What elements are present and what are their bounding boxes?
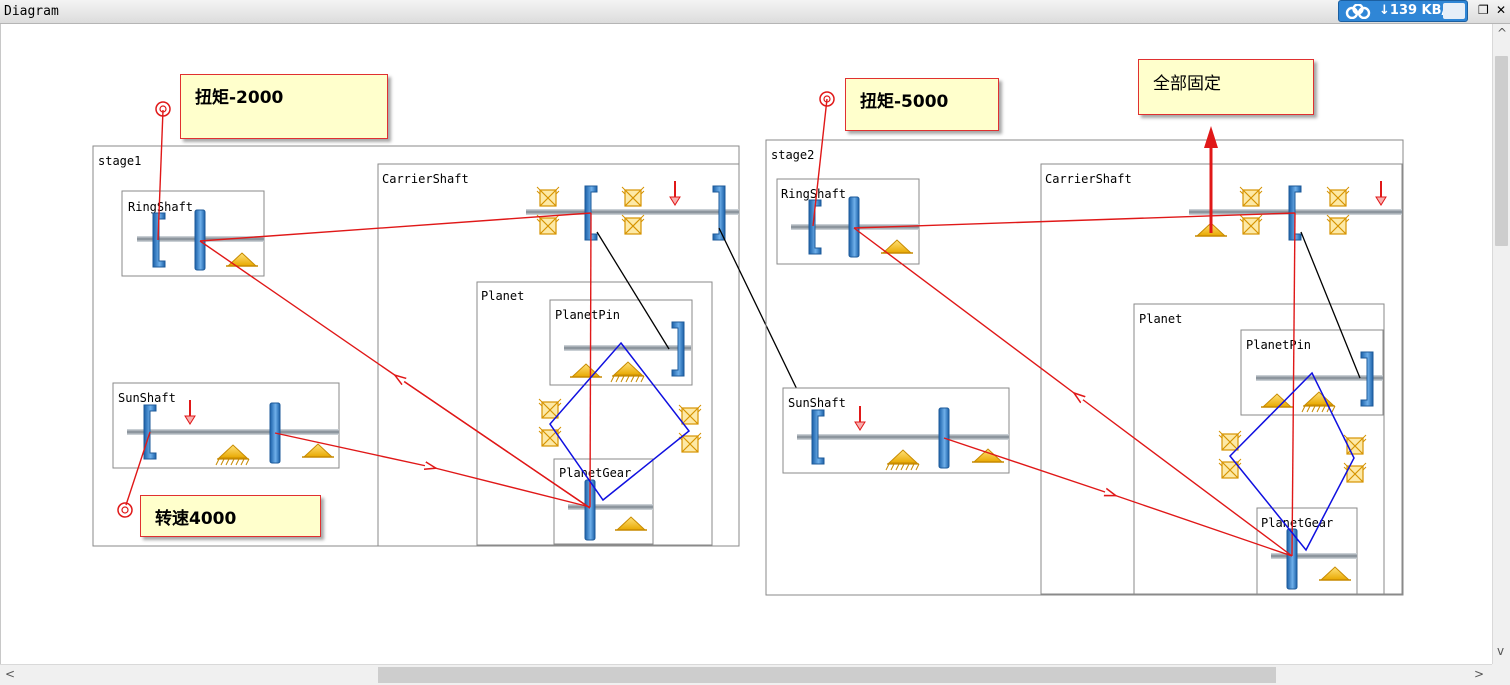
stage2-planet-pin-label: PlanetPin — [1246, 338, 1311, 352]
stage2-ring-shaft-label: RingShaft — [781, 187, 846, 201]
stage1-carrier-axis — [526, 209, 739, 215]
stage2-sun-shaft-axis — [797, 434, 1009, 440]
stage2-carrier-load-arrow — [1375, 180, 1387, 206]
stage1-planet-gear-label: PlanetGear — [559, 466, 631, 480]
horizontal-scroll-thumb[interactable] — [378, 667, 1276, 683]
network-speed-badge[interactable]: ↓139 KB/s — [1338, 0, 1468, 22]
horizontal-scrollbar[interactable]: < > — [0, 664, 1492, 685]
badge-menu-button[interactable] — [1443, 3, 1465, 19]
note-fixed-stage2[interactable]: 全部固定 — [1138, 59, 1314, 115]
restore-window-icon[interactable]: ❐ — [1478, 3, 1489, 17]
note-fixed-stage2-text: 全部固定 — [1153, 74, 1221, 94]
stage1-ring-shaft-gear[interactable] — [194, 209, 206, 271]
stage1-planet-label: Planet — [481, 289, 524, 303]
note-torque-stage1-text: 扭矩-2000 — [195, 88, 284, 108]
scroll-left-arrow-icon[interactable]: < — [5, 667, 16, 681]
stage2-planet-gear-axis — [1271, 553, 1357, 559]
note-torque-stage1[interactable]: 扭矩-2000 — [180, 74, 388, 139]
stage2-planet-label: Planet — [1139, 312, 1182, 326]
stage1-connections — [125, 109, 592, 509]
stage2-label: stage2 — [771, 148, 814, 162]
stage1-planet-pin-axis — [564, 345, 691, 351]
scroll-right-arrow-icon[interactable]: > — [1474, 667, 1485, 681]
note-speed-stage1[interactable]: 转速4000 — [140, 495, 321, 537]
stage2-planet-pin-axis — [1256, 375, 1383, 381]
stage2-link-carrier-pin — [1300, 231, 1361, 379]
stage2-ring-shaft-gear[interactable] — [848, 196, 860, 258]
stage2-group: stage2 RingShaft SunShaft CarrierShaft P… — [765, 91, 1404, 596]
stage1-planet-bearing-right — [679, 405, 701, 452]
note-torque-stage2[interactable]: 扭矩-5000 — [845, 78, 999, 131]
cloud-icon — [1345, 4, 1371, 19]
stage1-planet-bearing-left — [539, 399, 561, 446]
vertical-scroll-thumb[interactable] — [1495, 56, 1508, 246]
stage1-mesh-diamond — [549, 341, 691, 502]
stage2-planet-bearing-left — [1219, 431, 1241, 478]
scroll-up-arrow-icon[interactable]: ^ — [1497, 26, 1508, 40]
stage1-sun-shaft-label: SunShaft — [118, 391, 176, 405]
stage1-link-carrier-pin — [596, 231, 670, 350]
stage1-sun-shaft-axis — [127, 429, 339, 435]
stage1-speed-symbol[interactable] — [117, 502, 133, 518]
scroll-down-arrow-icon[interactable]: v — [1497, 644, 1505, 658]
network-speed-text: ↓139 KB/s — [1379, 3, 1455, 18]
window-title: Diagram — [4, 4, 59, 19]
stage2-carrier-shaft-label: CarrierShaft — [1045, 172, 1132, 186]
stage1-planet-gear-axis — [568, 504, 653, 510]
stage1-carrier-load-arrow — [669, 180, 681, 206]
scrollbar-corner — [1492, 664, 1510, 685]
stage1-label: stage1 — [98, 154, 141, 168]
stage2-connections — [812, 98, 1296, 557]
stage2-mesh-diamond — [1228, 371, 1355, 552]
stage1-planet-block[interactable] — [476, 281, 713, 546]
diagram-svg: stage1 RingShaft SunShaft CarrierShaft P… — [92, 91, 1404, 596]
vertical-scrollbar[interactable]: ^ v — [1492, 24, 1510, 664]
close-window-icon[interactable]: ✕ — [1496, 3, 1507, 17]
stage1-ring-shaft-label: RingShaft — [128, 200, 193, 214]
stage1-carrier-shaft-block[interactable] — [377, 163, 740, 547]
note-speed-stage1-text: 转速4000 — [155, 509, 237, 529]
stage2-planet-gear-label: PlanetGear — [1261, 516, 1333, 530]
window-titlebar: Diagram ❐ ✕ — [0, 0, 1510, 24]
stage1-group: stage1 RingShaft SunShaft CarrierShaft P… — [92, 101, 821, 547]
stage1-planet-pin-label: PlanetPin — [555, 308, 620, 322]
stage2-sun-shaft-label: SunShaft — [788, 396, 846, 410]
stage1-carrier-shaft-label: CarrierShaft — [382, 172, 469, 186]
diagram-canvas[interactable]: stage1 RingShaft SunShaft CarrierShaft P… — [0, 24, 1492, 664]
note-torque-stage2-text: 扭矩-5000 — [860, 92, 949, 112]
stage2-frame[interactable] — [765, 139, 1404, 596]
stage2-planet-bearing-right — [1344, 435, 1366, 482]
